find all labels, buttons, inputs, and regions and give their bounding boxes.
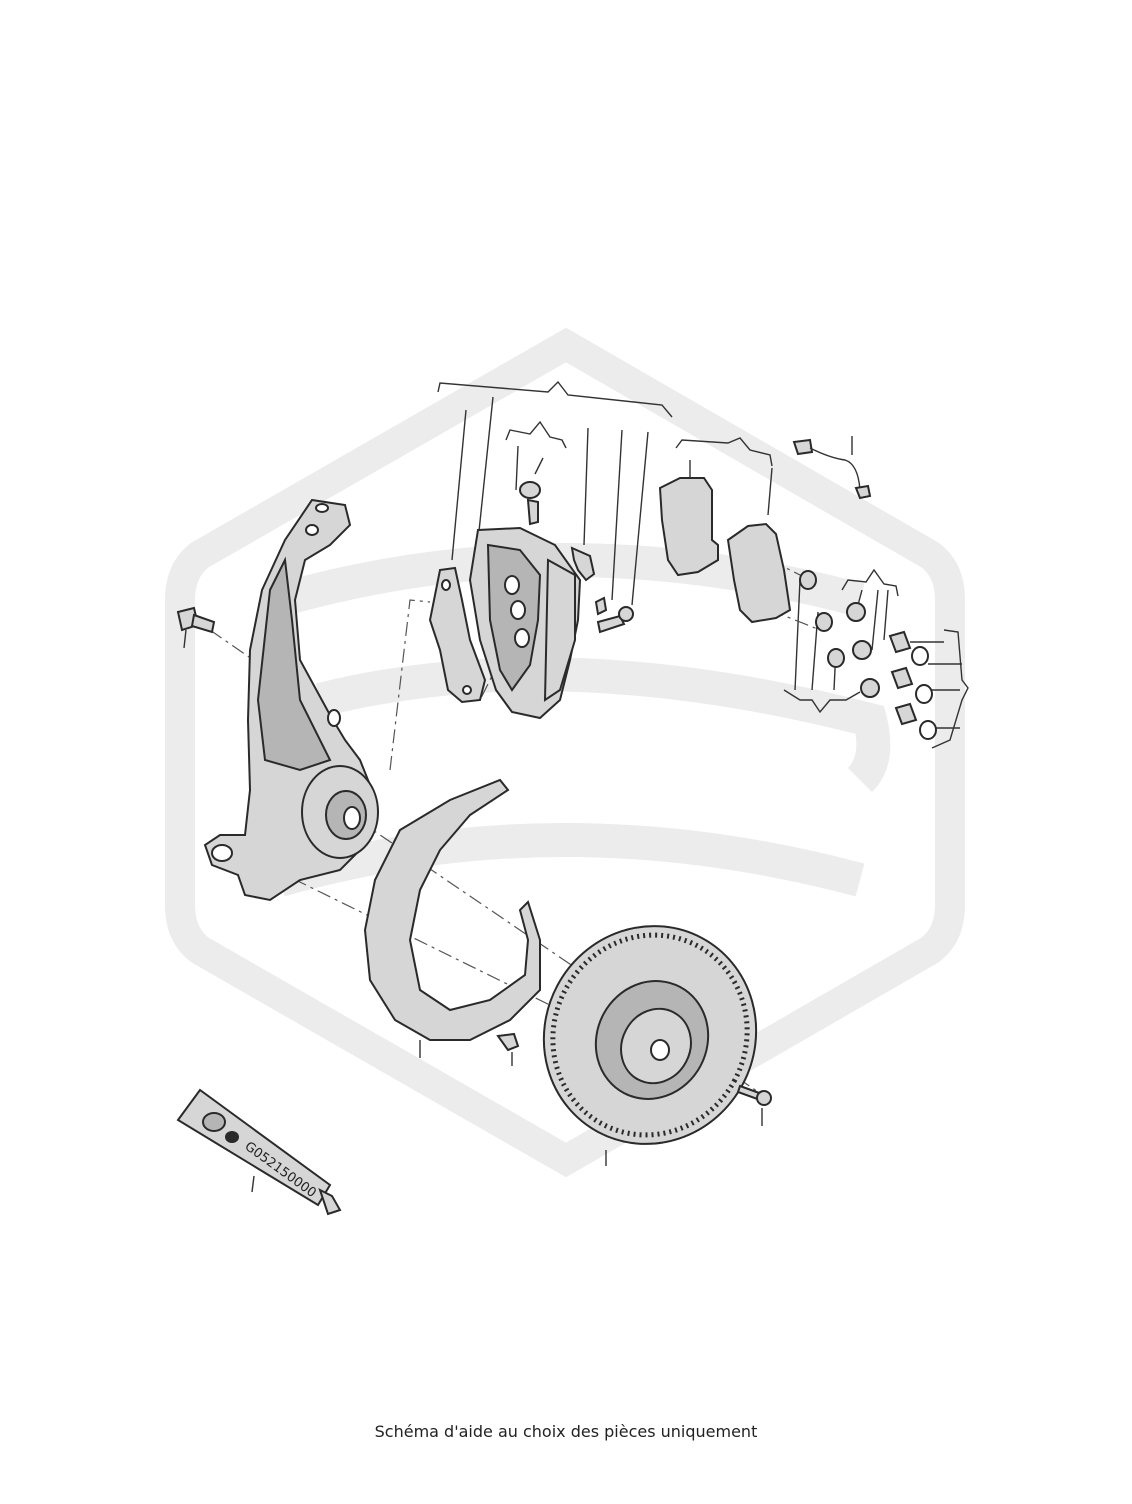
caption: Schéma d'aide au choix des pièces unique… [374, 1422, 758, 1441]
disc-screw [736, 1084, 772, 1106]
leader-lines [183, 380, 969, 1193]
wear-sensor [792, 438, 872, 500]
splash-shield [363, 778, 541, 1041]
outer-brake-pad [658, 477, 719, 577]
brake-disc [542, 925, 758, 1145]
caliper-bolt [594, 596, 634, 634]
piston-seals [799, 570, 880, 698]
dust-caps [911, 646, 937, 740]
caliper-pistons [888, 630, 918, 726]
shield-bolt [496, 1032, 520, 1052]
grease-tube: G052150000 [176, 1088, 342, 1216]
caliper-carrier [428, 566, 487, 704]
bleeder-valve [519, 481, 541, 526]
housing-bolt [176, 606, 216, 634]
inner-brake-pad [726, 522, 792, 624]
brake-caliper [468, 526, 582, 720]
wheel-bearing-housing [203, 498, 379, 902]
pad-retaining-spring [570, 546, 596, 582]
